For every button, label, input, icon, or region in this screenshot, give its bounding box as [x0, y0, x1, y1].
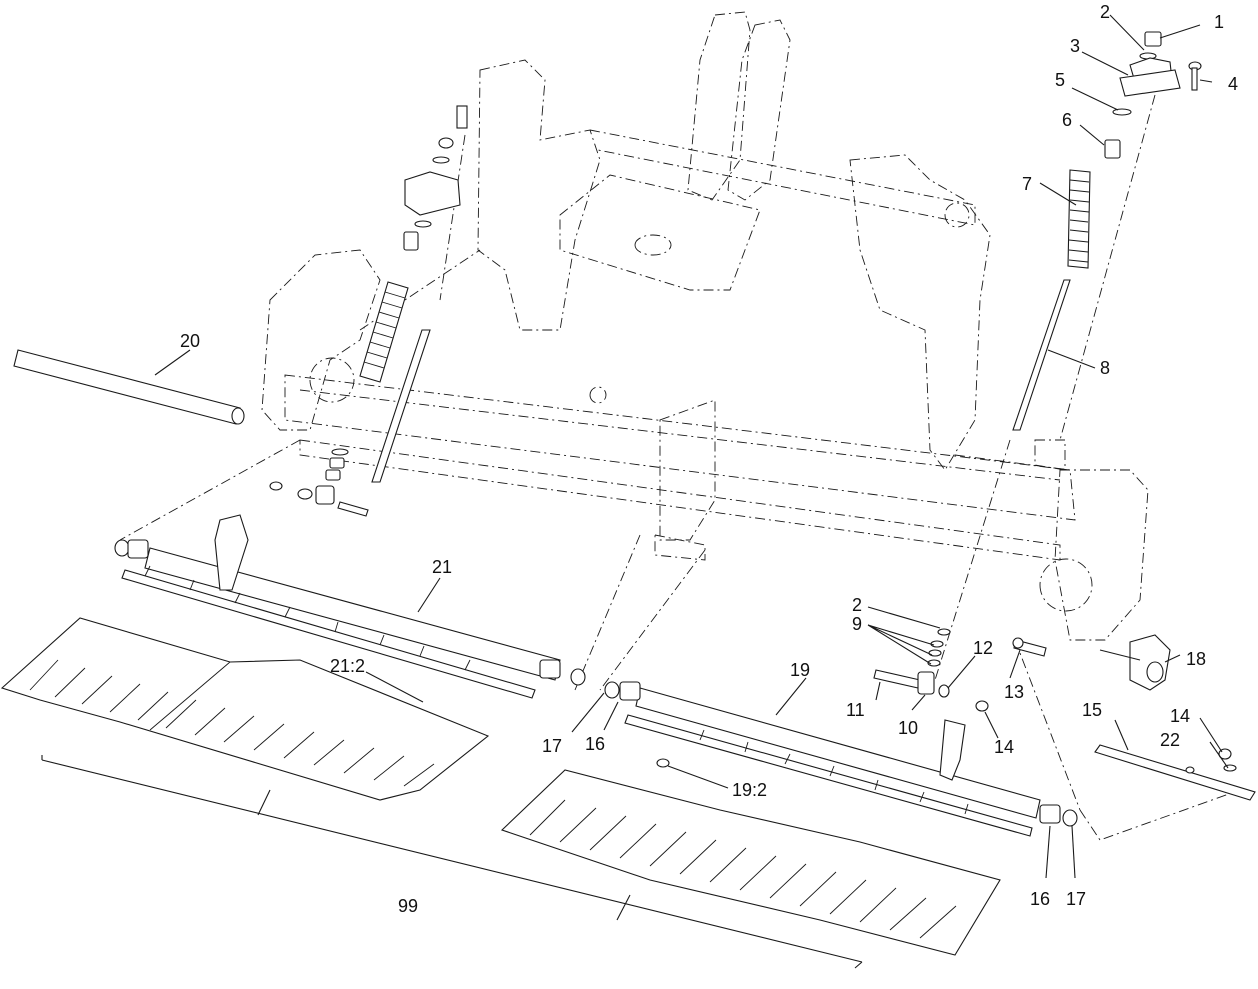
callout-14-right: 14 — [1170, 706, 1190, 726]
callout-17-left: 17 — [542, 736, 562, 756]
callout-8: 8 — [1100, 358, 1110, 378]
callout-14-mid: 14 — [994, 737, 1014, 757]
callout-22: 22 — [1160, 730, 1180, 750]
callout-12: 12 — [973, 638, 993, 658]
callout-labels: 1 2 3 4 5 6 7 8 20 21 21:2 2 9 12 19 18 … — [180, 2, 1238, 916]
assembly-bracket-99 — [41, 755, 863, 969]
callout-19-2: 19:2 — [732, 780, 767, 800]
callout-2-mid: 2 — [852, 595, 862, 615]
callout-7: 7 — [1022, 174, 1032, 194]
callout-21: 21 — [432, 557, 452, 577]
callout-16-right: 16 — [1030, 889, 1050, 909]
projection-lines — [119, 94, 1241, 841]
scraper-plate-left — [0, 617, 490, 801]
leader-lines — [154, 14, 1229, 879]
spring-assembly-left — [359, 105, 468, 483]
callout-99: 99 — [398, 896, 418, 916]
spring-assembly-right — [1012, 31, 1202, 431]
callout-4: 4 — [1228, 74, 1238, 94]
left-hardware — [269, 448, 369, 517]
callout-6: 6 — [1062, 110, 1072, 130]
callout-13: 13 — [1004, 682, 1024, 702]
roller-shaft-21 — [114, 514, 586, 699]
scraper-plate-right — [500, 769, 1001, 956]
callout-15: 15 — [1082, 700, 1102, 720]
mid-hardware — [873, 628, 1047, 712]
roller-shaft-19 — [604, 681, 1078, 837]
callout-3: 3 — [1070, 36, 1080, 56]
callout-2-top: 2 — [1100, 2, 1110, 22]
callout-20: 20 — [180, 331, 200, 351]
callout-9: 9 — [852, 614, 862, 634]
right-hardware — [1094, 634, 1256, 801]
callout-19: 19 — [790, 660, 810, 680]
callout-16-left: 16 — [585, 734, 605, 754]
callout-5: 5 — [1055, 70, 1065, 90]
callout-18: 18 — [1186, 649, 1206, 669]
callout-10: 10 — [898, 718, 918, 738]
rod-20 — [13, 349, 245, 425]
callout-21-2: 21:2 — [330, 656, 365, 676]
callout-17-right: 17 — [1066, 889, 1086, 909]
callout-11: 11 — [846, 700, 865, 720]
callout-1: 1 — [1214, 12, 1224, 32]
